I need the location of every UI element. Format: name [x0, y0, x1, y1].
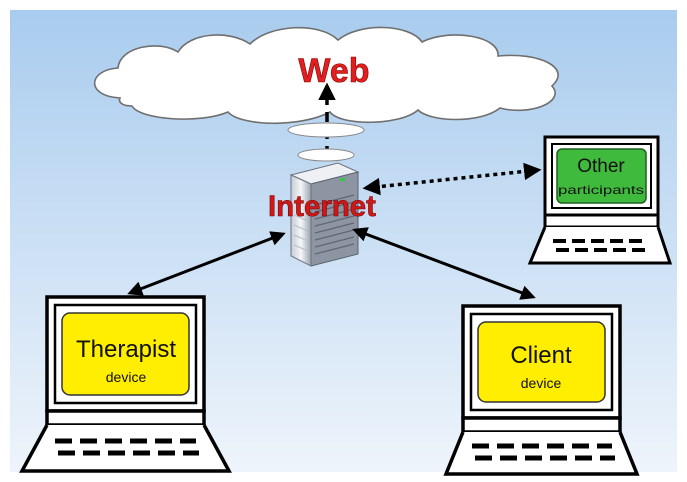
other-label-line2: participants	[558, 183, 644, 197]
therapist-label-line1: Therapist	[76, 336, 176, 363]
other-label-line1: Other	[577, 156, 625, 177]
server-icon	[289, 162, 360, 267]
signal-disc-lower	[297, 148, 355, 162]
other-screen	[556, 148, 647, 204]
web-cloud	[93, 26, 559, 125]
server-to-client-arrow	[352, 227, 536, 300]
server-to-therapist-arrow	[127, 231, 286, 296]
client-label-line1: Client	[510, 342, 572, 369]
client-laptop	[443, 304, 640, 476]
therapist-screen	[61, 312, 190, 396]
client-screen	[477, 321, 606, 403]
client-label-line2: device	[521, 375, 562, 391]
web-label: Web	[298, 52, 369, 90]
server-to-other-arrow	[362, 162, 542, 196]
other-participants-laptop	[527, 135, 673, 265]
therapist-label-line2: device	[106, 369, 147, 385]
internet-label: Internet	[268, 190, 376, 223]
therapist-laptop	[19, 295, 232, 473]
signal-disc-upper	[287, 122, 365, 138]
